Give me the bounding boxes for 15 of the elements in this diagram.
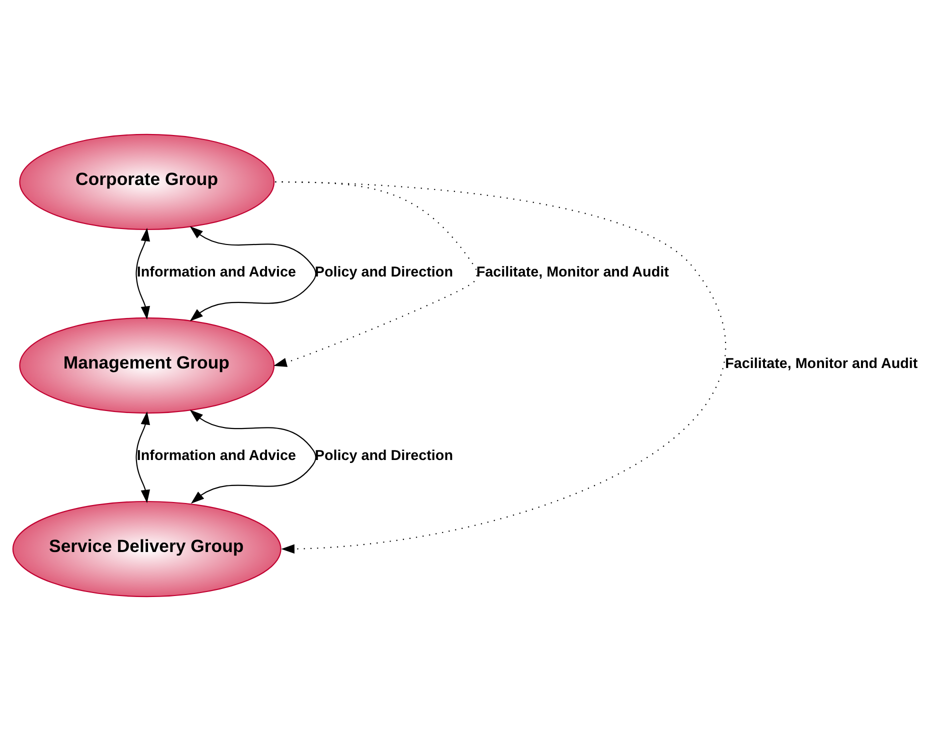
arrow — [190, 410, 316, 504]
arrow — [275, 181, 726, 554]
edge-label: Policy and Direction — [314, 448, 453, 464]
arrow — [274, 181, 478, 367]
edge-label: Policy and Direction — [314, 264, 453, 280]
edge-label: Facilitate, Monitor and Audit — [725, 356, 918, 372]
edge-label: Information and Advice — [136, 448, 296, 464]
node-ellipse: Corporate Group — [19, 134, 275, 230]
edge-label: Information and Advice — [136, 264, 296, 280]
arrow — [136, 228, 150, 320]
node-ellipse: Management Group — [19, 317, 275, 414]
arrow — [190, 226, 316, 322]
edge-label: Facilitate, Monitor and Audit — [476, 264, 669, 280]
arrow — [136, 411, 150, 504]
node-ellipse: Service Delivery Group — [12, 500, 282, 598]
